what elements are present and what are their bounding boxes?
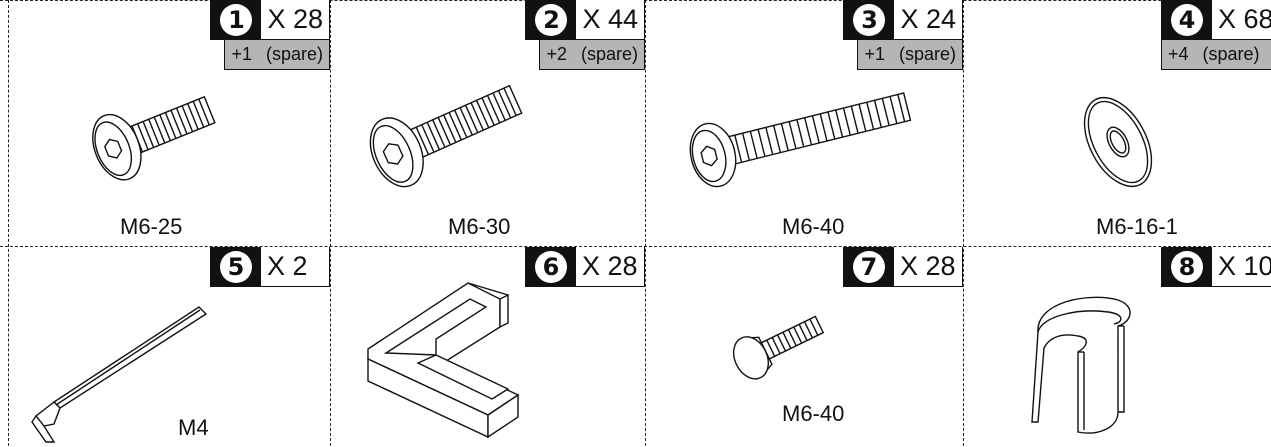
clip-icon [1031, 296, 1131, 434]
part-number: 3 [853, 3, 886, 36]
grid-left-border [8, 0, 9, 446]
washer-icon [1083, 96, 1153, 188]
spare-count: +2 [546, 44, 567, 64]
spare-badge: +2 (spare) [539, 40, 645, 70]
part-badge: 5 X 2 [210, 247, 330, 287]
part-size-label: M6-16-1 [1096, 214, 1178, 239]
spare-count: +1 [231, 44, 252, 64]
grid-row-divider [0, 246, 1271, 247]
part-number: 1 [220, 3, 253, 36]
part-cell-7: 7 X 28 M6-40 [645, 247, 963, 446]
part-quantity: X 2 [267, 251, 308, 281]
part-quantity: X 28 [900, 251, 956, 281]
part-quantity: X 10 [1218, 251, 1271, 281]
spare-badge: +1 (spare) [224, 40, 330, 70]
part-size-label: M6-30 [448, 214, 511, 239]
spare-badge: +4 (spare) [1161, 40, 1271, 70]
part-cell-1: 1 X 28 +1 (spare) M6-25 [8, 0, 330, 246]
part-cell-2: 2 X 44 +2 (spare) M6-30 [330, 0, 645, 246]
spare-label: (spare) [265, 44, 323, 64]
part-size-label: M6-25 [120, 214, 183, 239]
hex-key-icon [31, 306, 208, 443]
part-cell-4: 4 X 68 +4 (spare) M6-16-1 [963, 0, 1271, 246]
part-number: 5 [220, 250, 252, 283]
flat-head-hex-bolt-icon [92, 95, 216, 181]
flat-head-hex-bolt-icon [689, 92, 912, 188]
part-size-label: M6-40 [782, 401, 845, 426]
part-cell-6: 6 X 28 [330, 247, 645, 446]
grid-col-divider-2 [645, 0, 646, 446]
spare-badge: +1 (spare) [857, 40, 963, 70]
part-size-label: M4 [178, 415, 209, 440]
part-quantity: X 68 [1218, 4, 1271, 34]
part-badge: 2 X 44 [525, 0, 645, 40]
part-badge: 3 X 24 [843, 0, 963, 40]
part-number: 4 [1171, 3, 1203, 36]
spare-label: (spare) [1202, 44, 1260, 64]
part-badge: 8 X 10 [1161, 247, 1271, 287]
part-badge: 4 X 68 [1161, 0, 1271, 40]
spare-label: (spare) [580, 44, 638, 64]
part-cell-8: 8 X 10 [963, 247, 1271, 446]
grid-col-divider-3 [963, 0, 964, 446]
spare-label: (spare) [898, 44, 956, 64]
part-number: 8 [1171, 250, 1203, 283]
part-quantity: X 28 [267, 4, 323, 34]
part-quantity: X 28 [582, 251, 638, 281]
cap-bolt-icon [732, 315, 825, 380]
part-cell-3: 3 X 24 +1 (spare) M6-40 [645, 0, 963, 246]
part-number: 6 [535, 250, 567, 283]
part-badge: 1 X 28 [210, 0, 330, 40]
part-number: 7 [853, 250, 885, 283]
spare-count: +1 [864, 44, 885, 64]
part-quantity: X 44 [582, 4, 638, 34]
part-badge: 6 X 28 [525, 247, 645, 287]
part-cell-5: 5 X 2 M4 [8, 247, 330, 446]
part-badge: 7 X 28 [843, 247, 963, 287]
part-number: 2 [535, 3, 568, 36]
flat-head-hex-bolt-icon [369, 84, 523, 188]
part-quantity: X 24 [900, 4, 956, 34]
corner-bracket-icon [367, 282, 520, 439]
spare-count: +4 [1168, 44, 1189, 64]
grid-col-divider-1 [330, 0, 331, 446]
part-size-label: M6-40 [782, 214, 845, 239]
